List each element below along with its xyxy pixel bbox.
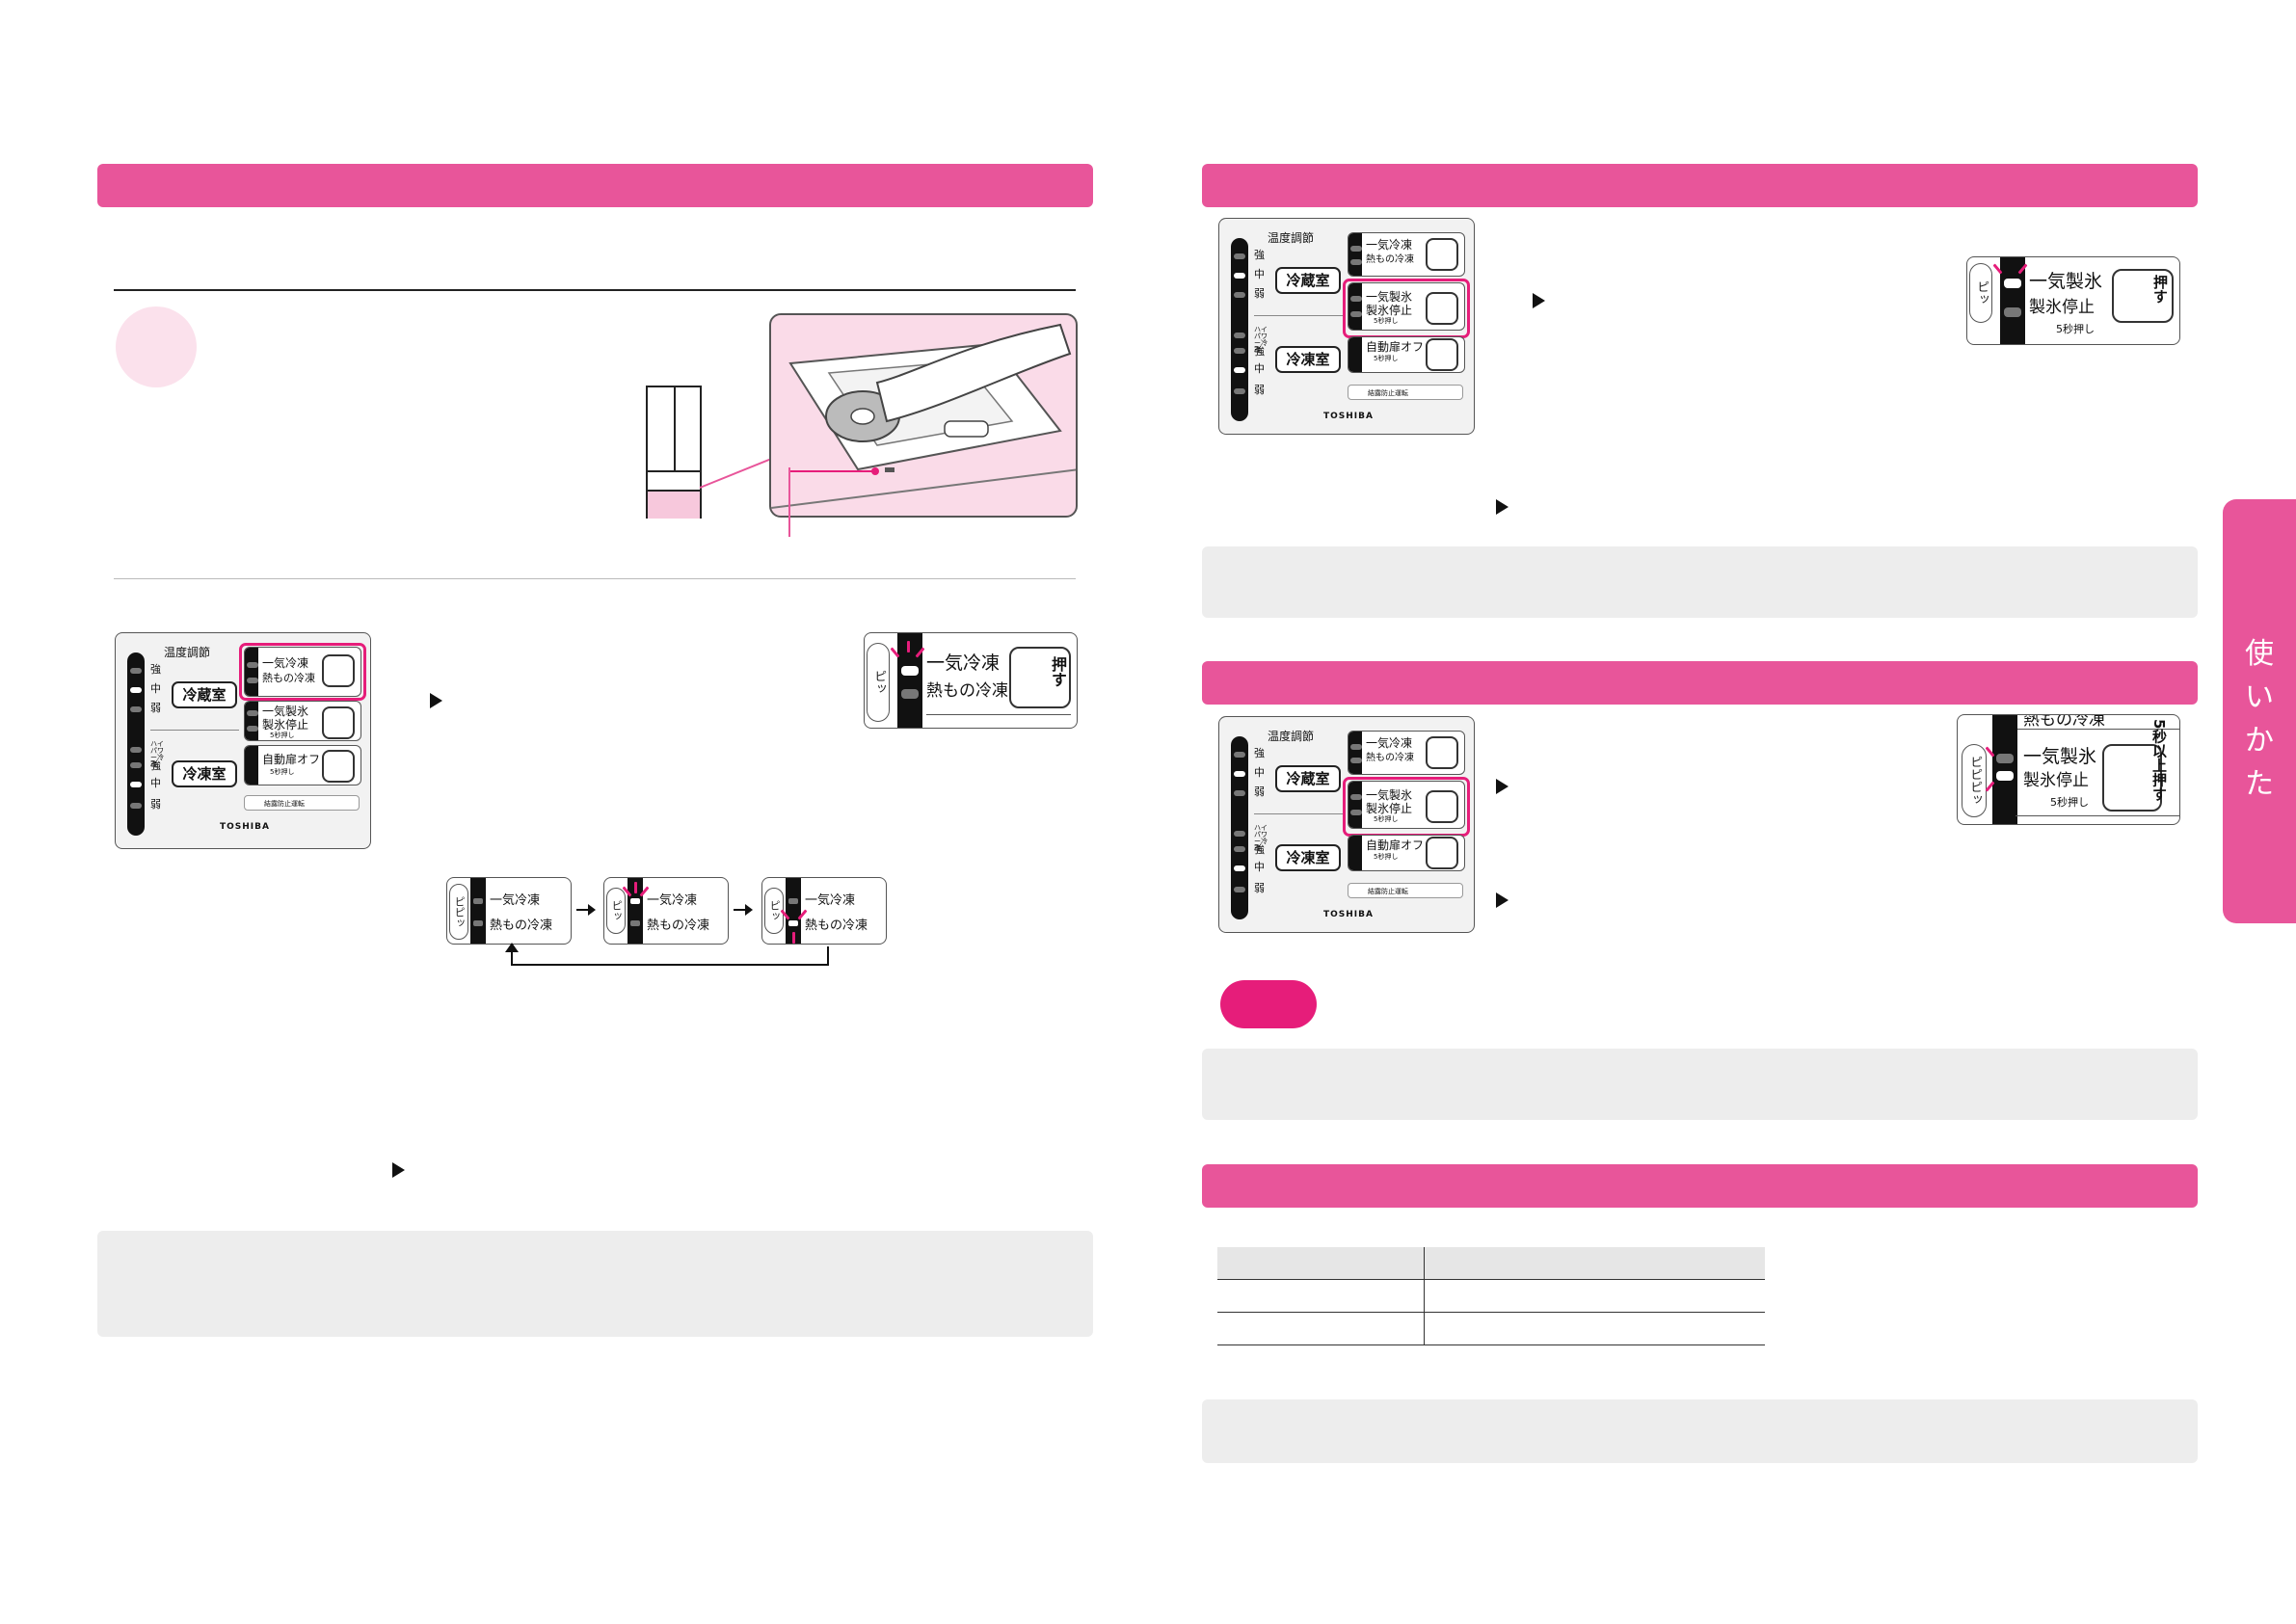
cycle-arrow bbox=[576, 909, 590, 911]
fridge-room-button[interactable]: 冷蔵室 bbox=[172, 681, 237, 708]
side-tab[interactable]: 使 い か た bbox=[2223, 499, 2296, 923]
step-circle bbox=[116, 306, 197, 387]
cycle-state-3: ピッ 一気冷凍 熱もの冷凍 bbox=[761, 877, 887, 945]
step-arrow bbox=[1496, 892, 1508, 908]
note-box bbox=[1202, 546, 2198, 618]
auto-door-off-button[interactable] bbox=[322, 750, 355, 783]
cycle-state-1: ピピッ 一気冷凍 熱もの冷凍 bbox=[446, 877, 572, 945]
table-header-row bbox=[1217, 1247, 1765, 1279]
cycle-return-arrow bbox=[511, 946, 829, 966]
step-arrow bbox=[430, 693, 442, 708]
note-box bbox=[1202, 1049, 2198, 1120]
section-header-bar bbox=[97, 164, 1093, 207]
zoom-button[interactable] bbox=[2102, 744, 2162, 812]
step-arrow bbox=[1496, 499, 1508, 515]
freezer-room-button[interactable]: 冷凍室 bbox=[1275, 346, 1341, 373]
zoom-button[interactable] bbox=[1009, 647, 1071, 708]
section-header-bar bbox=[1202, 661, 2198, 705]
table bbox=[1217, 1247, 1765, 1345]
ice-tray-illustration bbox=[769, 313, 1078, 518]
divider-light bbox=[114, 578, 1076, 579]
quick-ice-button[interactable] bbox=[1426, 292, 1458, 325]
push-label: 押す bbox=[1049, 656, 1067, 687]
auto-door-off-button[interactable] bbox=[1426, 837, 1458, 869]
highlight-frame bbox=[1343, 279, 1470, 338]
sound-bubble: ピッ bbox=[867, 643, 890, 722]
section-header-bar bbox=[1202, 1164, 2198, 1208]
zoom-ice-stop: 熱もの冷凍 ピピピッ 一気製氷 製氷停止 5秒押し 5秒以上押す bbox=[1957, 714, 2180, 825]
zoom-button[interactable] bbox=[2112, 269, 2174, 323]
brand-logo: TOSHIBA bbox=[220, 822, 270, 832]
freezer-room-button[interactable]: 冷凍室 bbox=[1275, 844, 1341, 871]
highlight-frame bbox=[239, 643, 366, 701]
auto-door-off-button[interactable] bbox=[1426, 338, 1458, 371]
freezer-drawer-svg bbox=[771, 323, 1076, 509]
fridge-room-button[interactable]: 冷蔵室 bbox=[1275, 765, 1341, 792]
quick-freeze-button[interactable] bbox=[1426, 736, 1458, 769]
step-arrow bbox=[1496, 779, 1508, 794]
quick-freeze-button[interactable] bbox=[322, 654, 355, 687]
temp-heading: 温度調節 bbox=[164, 646, 211, 659]
freezer-room-button[interactable]: 冷凍室 bbox=[172, 760, 237, 787]
section-header-bar bbox=[1202, 164, 2198, 207]
quick-ice-button[interactable] bbox=[322, 706, 355, 739]
note-box bbox=[97, 1231, 1093, 1337]
led-strip bbox=[127, 652, 145, 836]
highlight-frame bbox=[1343, 777, 1470, 837]
cycle-state-2: ピッ 一気冷凍 熱もの冷凍 bbox=[603, 877, 729, 945]
zoom-quick-freeze: ピッ 一気冷凍 熱もの冷凍 押す bbox=[864, 632, 1078, 729]
fridge-icon bbox=[646, 386, 702, 519]
step-arrow bbox=[1533, 293, 1545, 308]
note-box bbox=[1202, 1399, 2198, 1463]
quick-ice-button[interactable] bbox=[1426, 790, 1458, 823]
divider bbox=[114, 289, 1076, 291]
quick-freeze-button[interactable] bbox=[1426, 238, 1458, 271]
fridge-room-button[interactable]: 冷蔵室 bbox=[1275, 267, 1341, 294]
zoom-quick-ice: ピッ 一気製氷 製氷停止 5秒押し 押す bbox=[1966, 256, 2180, 345]
control-panel: 温度調節 強 中 弱 冷蔵室 ハイパワー冷凍 強 中 弱 冷凍室 一気冷凍 熱も… bbox=[1218, 218, 1475, 435]
caution-badge bbox=[1220, 980, 1317, 1028]
step-arrow bbox=[392, 1162, 405, 1178]
callout-line bbox=[788, 467, 790, 537]
control-panel: 温度調節 強 中 弱 冷蔵室 ハイパワー冷凍 強 中 弱 冷凍室 一気冷凍 熱も… bbox=[115, 632, 371, 849]
anti-condensation-indicator: 結露防止運転 bbox=[244, 795, 360, 811]
control-panel: 温度調節 強 中 弱 冷蔵室 ハイパワー冷凍 強 中 弱 冷凍室 一気冷凍 熱も… bbox=[1218, 716, 1475, 933]
